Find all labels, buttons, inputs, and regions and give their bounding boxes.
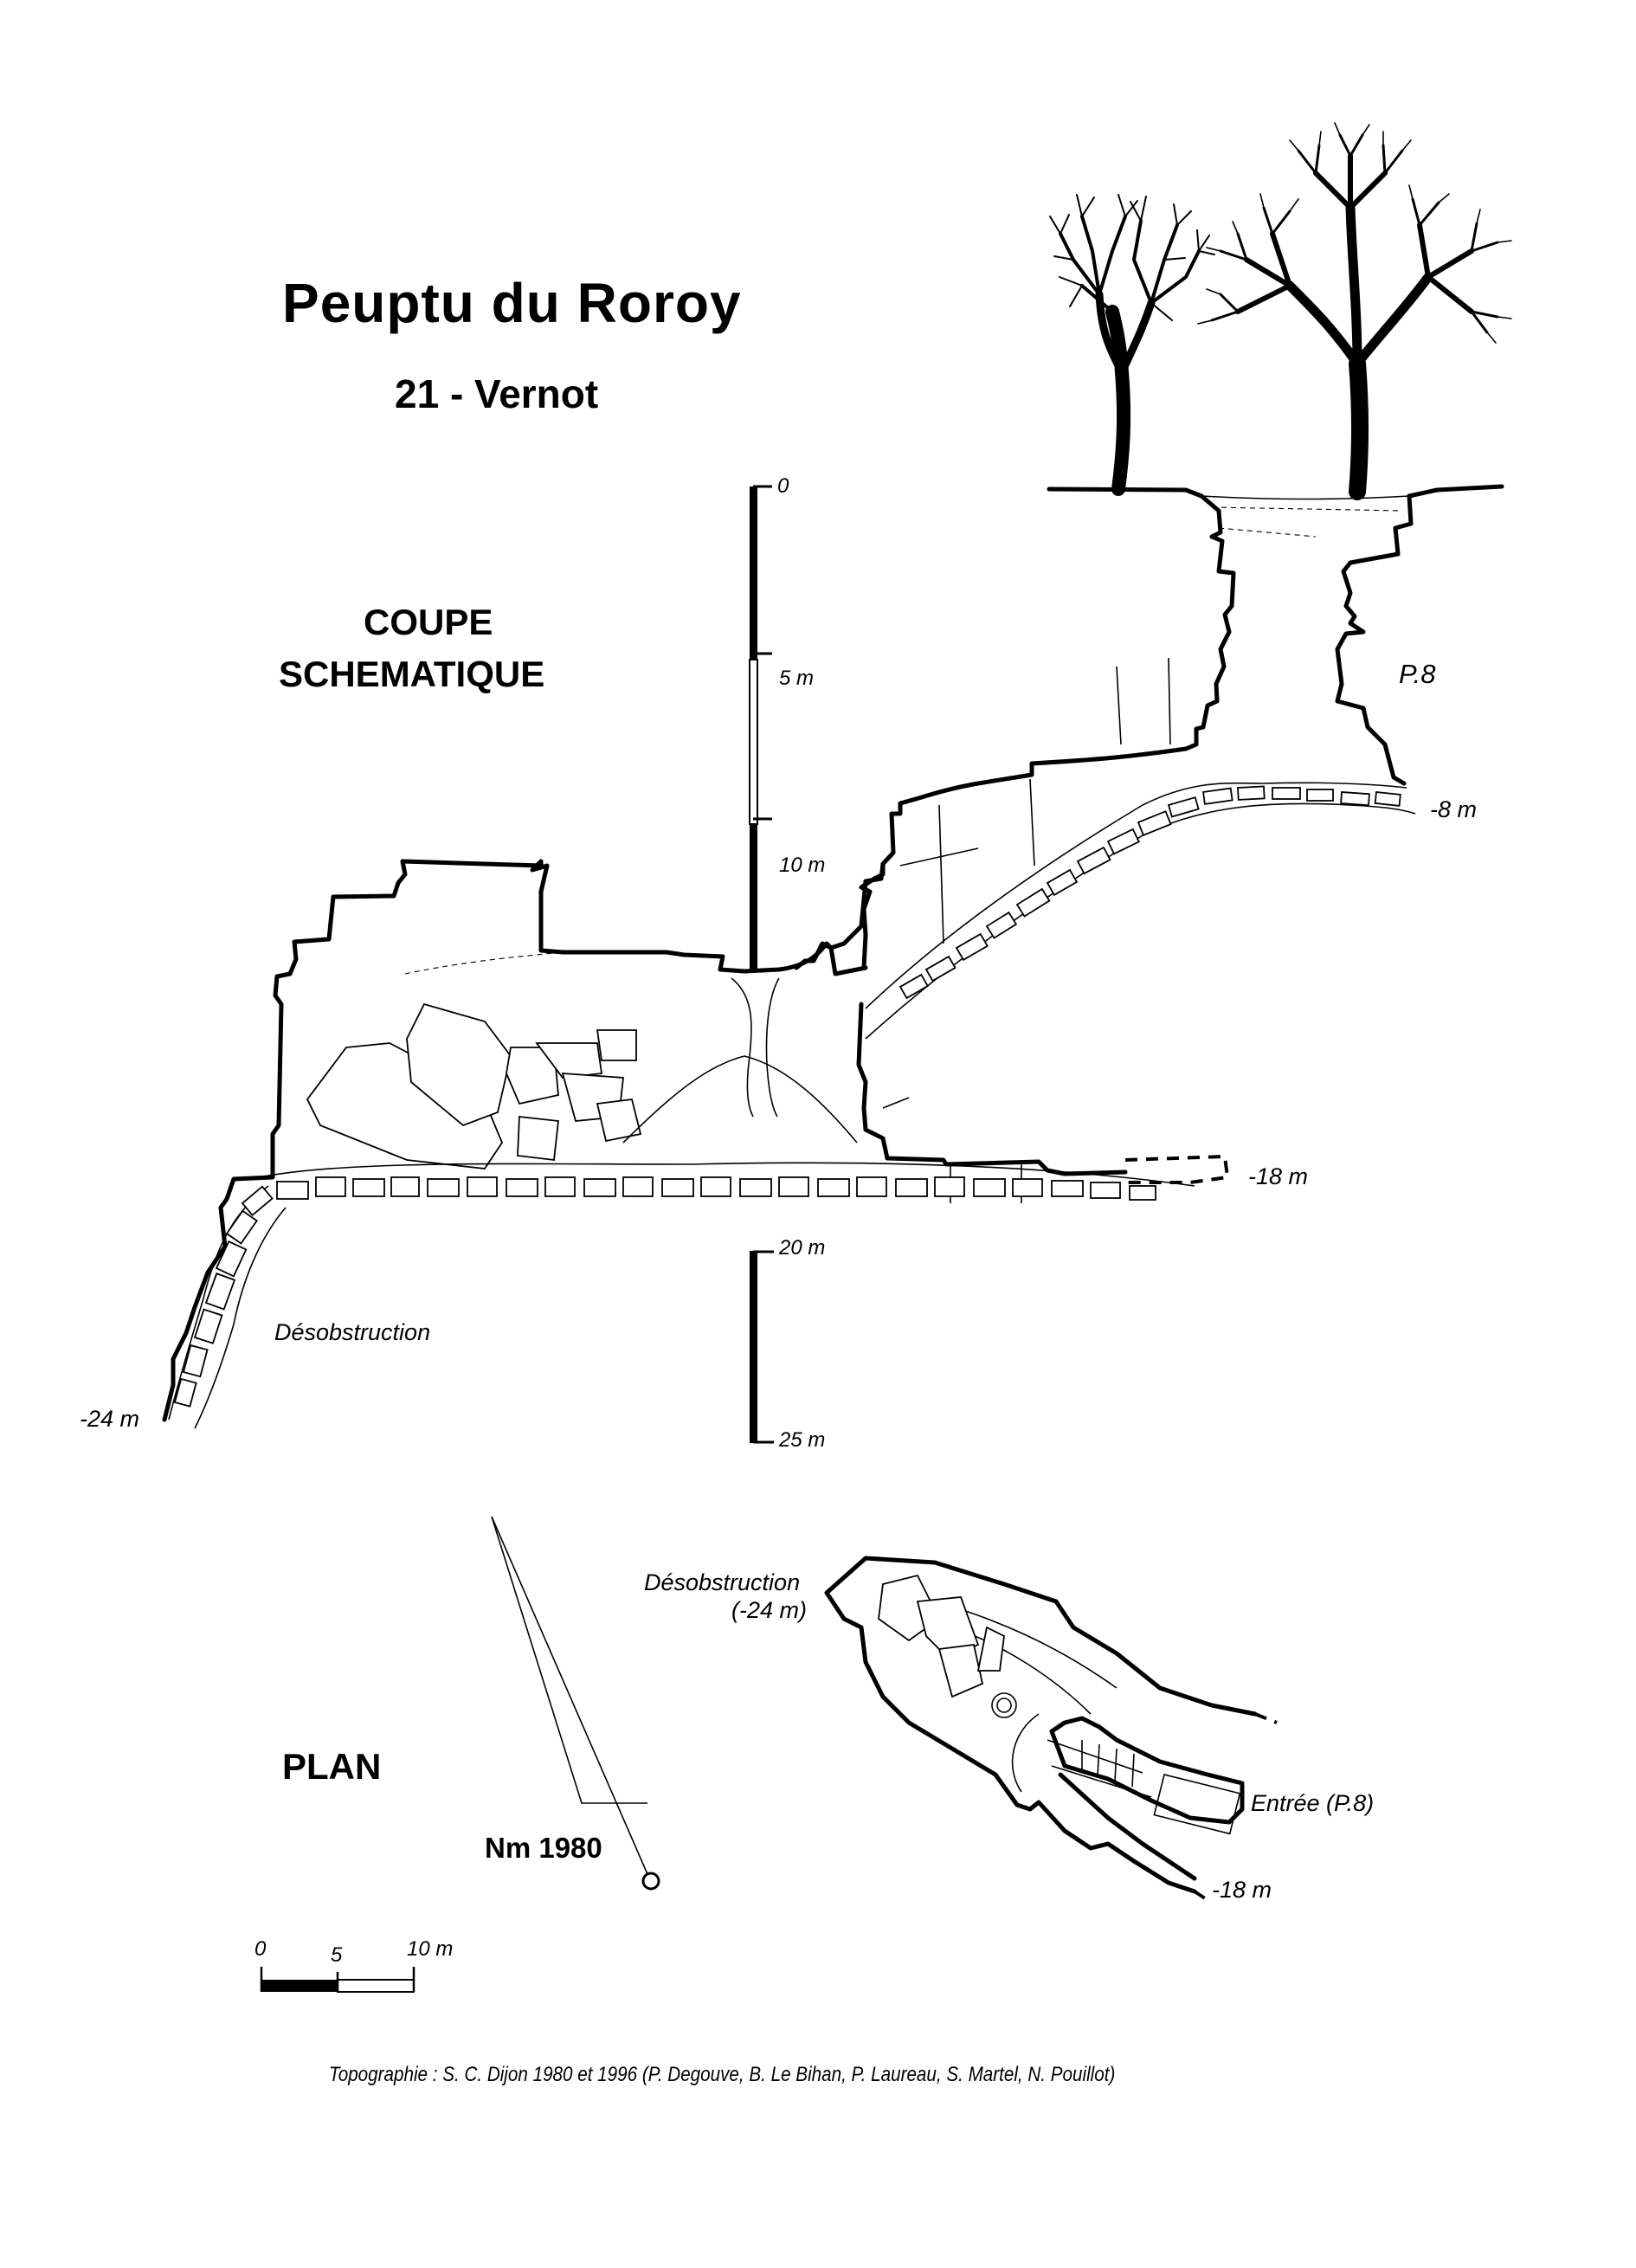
survey-credit: Topographie : S. C. Dijon 1980 et 1996 (… xyxy=(329,2063,1116,2086)
page-title: Peuptu du Roroy xyxy=(282,272,742,334)
depth-label-18m: -18 m xyxy=(1248,1163,1309,1189)
scale-tick-5m: 5 m xyxy=(779,667,815,690)
excavation-boulders xyxy=(173,1185,274,1408)
floor-boulders xyxy=(276,1176,1156,1201)
entrance-label: Entrée (P.8) xyxy=(1251,1790,1375,1816)
middle-wall xyxy=(859,861,886,970)
scale-tick-0: 0 xyxy=(777,474,789,498)
plan-heading: PLAN xyxy=(282,1746,382,1787)
scree-slope xyxy=(865,782,1407,1009)
gallery-right-wall xyxy=(856,1002,1128,1176)
sediment-cone xyxy=(622,1055,858,1144)
vertical-scale-bar xyxy=(749,485,774,1444)
gallery-floor xyxy=(259,1162,1195,1187)
tree-large-icon xyxy=(1197,122,1512,500)
scale-tick-25m: 25 m xyxy=(779,1428,826,1452)
shaft-left-wall xyxy=(1183,493,1236,751)
hscale-tick-5: 5 xyxy=(331,1943,343,1967)
collapse-boulders xyxy=(306,1002,642,1169)
section-heading-line1: COUPE xyxy=(364,602,493,642)
depth-label-24m: -24 m xyxy=(80,1406,140,1432)
tree-small-icon xyxy=(1049,194,1215,496)
doline-surface xyxy=(1201,495,1410,500)
scale-tick-20m: 20 m xyxy=(779,1236,826,1260)
magnetic-north-label: Nm 1980 xyxy=(485,1832,602,1864)
shaft-right-wall xyxy=(1335,493,1414,786)
scale-tick-10m: 10 m xyxy=(779,854,826,877)
calcite-column xyxy=(731,977,780,1118)
plan-excavation-label: Désobstruction xyxy=(644,1569,801,1595)
shaft-ceiling-lower xyxy=(718,941,868,976)
hscale-tick-0: 0 xyxy=(254,1937,267,1961)
plan-excavation-depth: (-24 m) xyxy=(731,1597,807,1623)
left-upper-wall xyxy=(162,859,725,1422)
plan-cave-outline xyxy=(824,1556,1278,1902)
location-subtitle: 21 - Vernot xyxy=(395,371,599,416)
horizontal-scale-bar xyxy=(260,1967,415,1993)
plan-depth-label-18m: -18 m xyxy=(1212,1877,1272,1903)
hscale-tick-10m: 10 m xyxy=(407,1937,454,1961)
upper-gallery-ceiling xyxy=(794,746,1188,970)
shaft-label: P.8 xyxy=(1399,659,1436,689)
ground-surface xyxy=(1047,484,1504,499)
gallery-passage-dashed xyxy=(1124,1154,1230,1184)
depth-label-8m: -8 m xyxy=(1430,796,1477,822)
section-heading-line2: SCHEMATIQUE xyxy=(279,654,545,694)
scree-boulders xyxy=(899,785,1401,1000)
north-arrow-icon xyxy=(491,1516,660,1891)
excavation-label: Désobstruction xyxy=(274,1319,431,1345)
